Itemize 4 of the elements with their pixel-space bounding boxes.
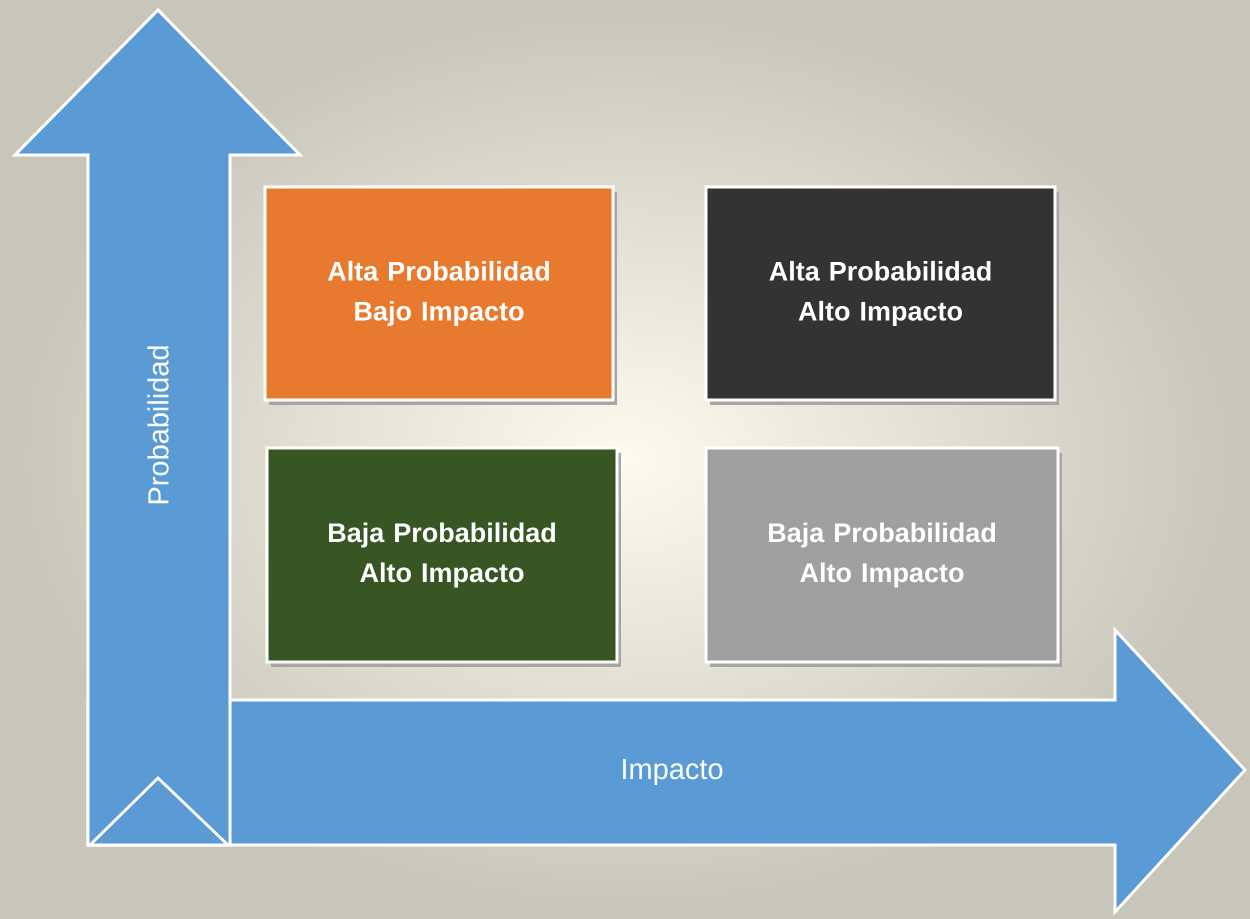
quadrant-box: Baja Probabilidad Alto Impacto — [265, 446, 621, 667]
quadrant-box: Baja Probabilidad Alto Impacto — [704, 446, 1062, 667]
quadrant-box: Alta Probabilidad Alto Impacto — [704, 185, 1059, 405]
quadrant-box: Alta Probabilidad Bajo Impacto — [263, 185, 617, 405]
